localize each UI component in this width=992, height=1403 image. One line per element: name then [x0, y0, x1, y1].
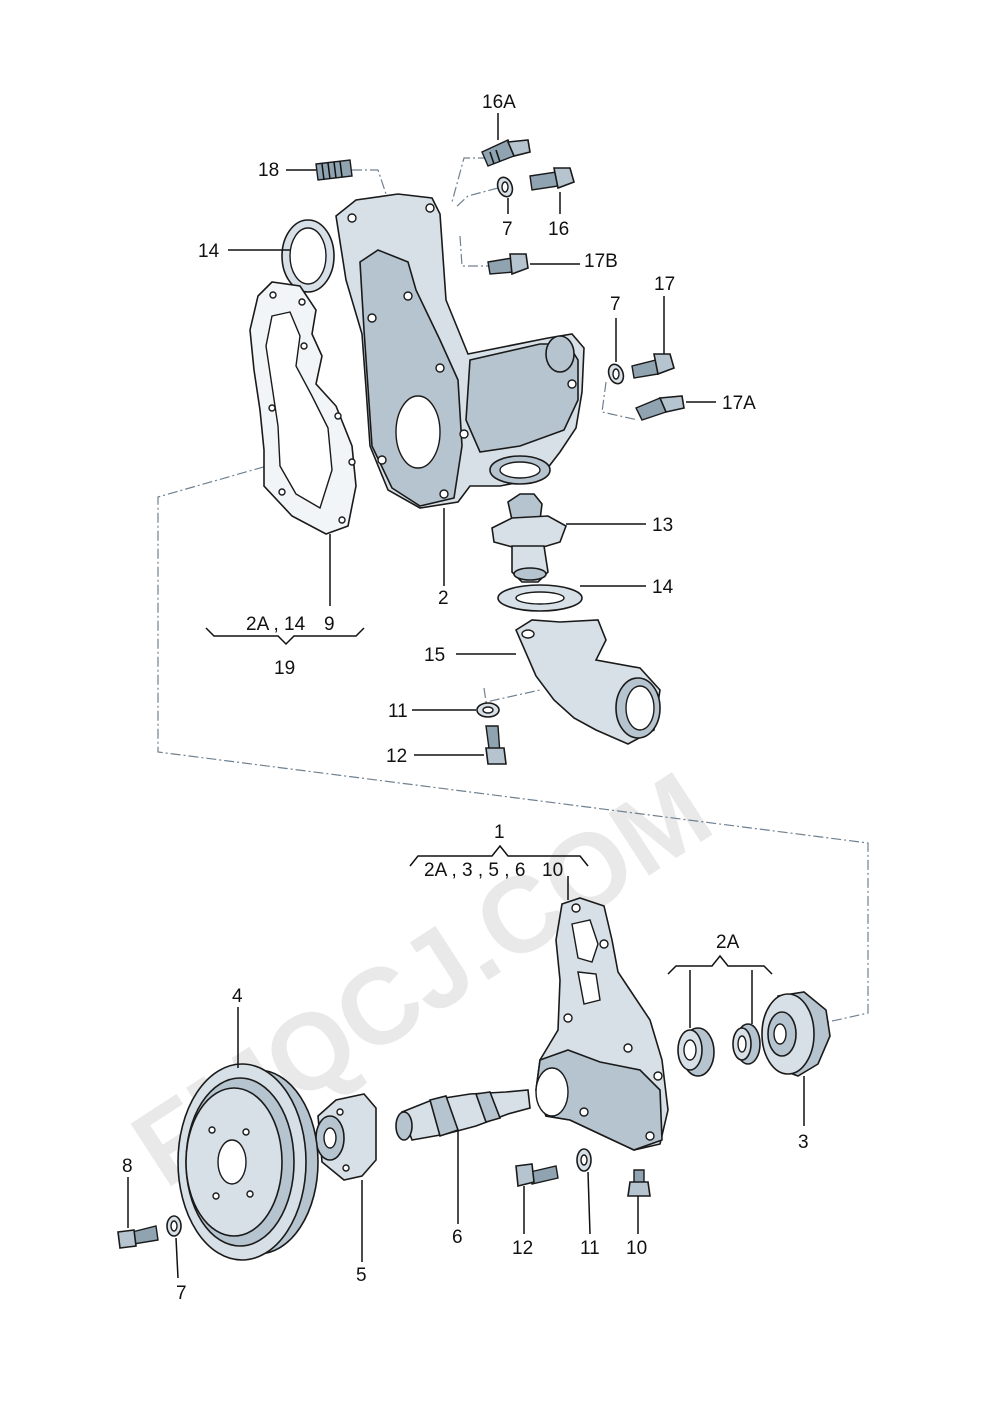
hub-part-5	[315, 1093, 377, 1181]
label-3: 3	[798, 1132, 809, 1153]
leader-lines	[127, 113, 805, 1279]
label-15: 15	[424, 645, 445, 666]
label-17A: 17A	[722, 393, 756, 414]
bracket-group-2A	[667, 954, 773, 975]
label-10-bottom: 10	[626, 1238, 647, 1259]
label-11-top: 11	[388, 701, 408, 722]
thermostat-part-13	[491, 493, 567, 583]
washer-part-7-right-hole	[612, 368, 620, 380]
seal-part-2A-large	[677, 1027, 715, 1077]
label-13: 13	[652, 515, 673, 536]
label-10-top: 10	[542, 860, 563, 881]
label-16: 16	[548, 219, 569, 240]
screw-part-10	[627, 1169, 651, 1197]
assembly-dash-lines	[157, 157, 869, 1023]
label-12-bottom: 12	[512, 1238, 533, 1259]
pump-housing-part-2	[335, 193, 585, 509]
label-7-bottom: 7	[176, 1283, 187, 1304]
bolt-part-16	[529, 167, 575, 191]
washer-part-7-bottom	[166, 1215, 182, 1237]
label-9: 9	[324, 614, 335, 635]
label-6: 6	[452, 1227, 463, 1248]
gasket-part-9	[249, 281, 357, 535]
washer-part-7-top-hole	[501, 181, 509, 193]
washer-part-11-bottom	[576, 1148, 592, 1172]
label-17: 17	[654, 274, 675, 295]
label-group-2A: 2A	[716, 932, 740, 953]
bracket-group-1	[409, 844, 589, 867]
label-14-lower: 14	[652, 577, 674, 598]
bolt-part-17B	[487, 253, 529, 276]
bracket-group-19	[205, 627, 365, 646]
shaft-part-6	[395, 1089, 531, 1141]
label-11-bottom: 11	[580, 1238, 600, 1259]
label-2: 2	[438, 588, 449, 609]
stud-part-17A	[635, 395, 685, 421]
housing-half-part-10	[535, 897, 669, 1151]
impeller-part-3	[761, 991, 831, 1077]
o-ring-part-14-top	[281, 219, 335, 293]
part-labels: 16A 18 7 16 14 17B 7 17 17A 13 14 2 9 2A…	[122, 92, 809, 1304]
bolt-part-12-top	[485, 725, 507, 765]
label-group-2A-3-5-6: 2A , 3 , 5 , 6	[424, 860, 525, 881]
pulley-part-4	[177, 1063, 319, 1261]
stud-part-18	[315, 159, 353, 181]
label-8: 8	[122, 1156, 133, 1177]
bolt-part-17	[631, 353, 675, 379]
label-5: 5	[356, 1265, 367, 1286]
stud-part-16A	[481, 139, 531, 167]
label-7-right: 7	[610, 294, 621, 315]
label-18: 18	[258, 160, 279, 181]
seal-part-14-lower	[497, 584, 583, 612]
coolant-flange-part-15	[514, 619, 661, 745]
label-1: 1	[494, 822, 505, 843]
bolt-part-12-bottom	[515, 1163, 559, 1188]
label-7-top: 7	[502, 219, 513, 240]
label-12-top: 12	[386, 746, 407, 767]
label-4: 4	[232, 986, 243, 1007]
washer-part-11-top	[476, 702, 500, 718]
bolt-part-8	[117, 1225, 159, 1249]
label-14-top: 14	[198, 241, 220, 262]
label-19: 19	[274, 658, 295, 679]
seal-part-2A-small	[732, 1023, 761, 1065]
label-17B: 17B	[584, 251, 618, 272]
label-group-2A-14: 2A , 14	[246, 614, 306, 635]
label-16A: 16A	[482, 92, 516, 113]
